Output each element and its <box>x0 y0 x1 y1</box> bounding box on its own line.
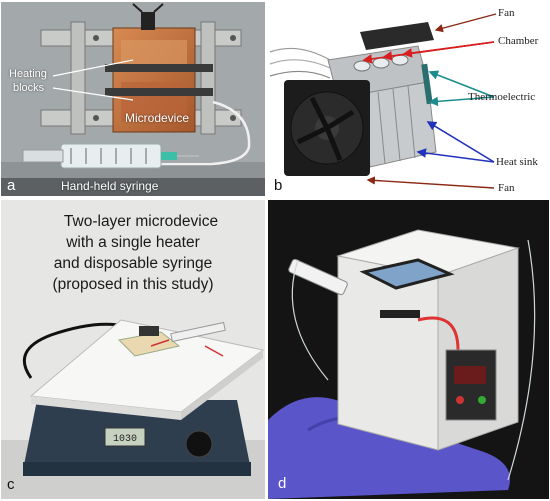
heater-window <box>359 258 455 290</box>
caption-line-3: and disposable syringe <box>53 255 213 272</box>
caption-line-4: (proposed in this study) <box>52 276 214 293</box>
tubing <box>111 100 251 166</box>
label-fan-bottom: Fan <box>498 182 515 194</box>
caption-line-2: with a single heater <box>66 234 200 251</box>
arrow-fan-bottom <box>366 176 495 189</box>
label-thermoelectric: Thermoelectric <box>468 91 536 103</box>
panel-b-letter: b <box>274 177 283 194</box>
syringe <box>170 321 226 343</box>
label-heating-line2: blocks <box>13 82 45 94</box>
fan-top <box>360 22 434 50</box>
clamp-bar <box>105 64 213 72</box>
arrow-thermoelectric <box>428 70 495 98</box>
hotplate-display <box>104 427 146 447</box>
panel-d-photo: d <box>268 200 549 499</box>
chamber-1 <box>353 60 371 72</box>
panel-d-letter: d <box>278 475 287 492</box>
svg-text:1030: 1030 <box>113 434 137 445</box>
power-cable <box>22 322 132 379</box>
syringe <box>288 258 348 296</box>
label-heating-line1: Heating <box>9 68 47 80</box>
panel-c-illustration: 1030 <box>1 200 265 499</box>
label-hand-held-syringe: Hand-held syringe <box>61 179 159 193</box>
control-board <box>445 349 497 421</box>
label-fan-top: Fan <box>498 7 515 19</box>
label-heat-sink: Heat sink <box>496 156 538 168</box>
arrow-heat-sink <box>426 121 495 163</box>
panel-c-photo: 1030 Two-layer microdevice with a single… <box>1 200 265 499</box>
chamber-2 <box>372 57 390 69</box>
panel-b-photo: Fan Chamber Thermoelectric Heat sink Fan… <box>268 2 549 196</box>
gloved-hand <box>268 397 510 499</box>
label-microdevice: Microdevice <box>125 111 190 125</box>
panel-c-letter: c <box>7 476 15 493</box>
hotplate-knob <box>185 430 213 458</box>
caption-line-1: Two-layer microdevice <box>63 213 219 230</box>
panel-b-illustration <box>269 13 497 189</box>
panel-a-illustration <box>1 2 265 196</box>
panel-a-photo: Heating blocks Microdevice Hand-held syr… <box>1 2 265 196</box>
label-chamber: Chamber <box>498 35 539 47</box>
panel-a-letter: a <box>7 177 16 194</box>
arrow-fan-top <box>434 13 497 33</box>
panel-d-illustration <box>268 200 549 499</box>
